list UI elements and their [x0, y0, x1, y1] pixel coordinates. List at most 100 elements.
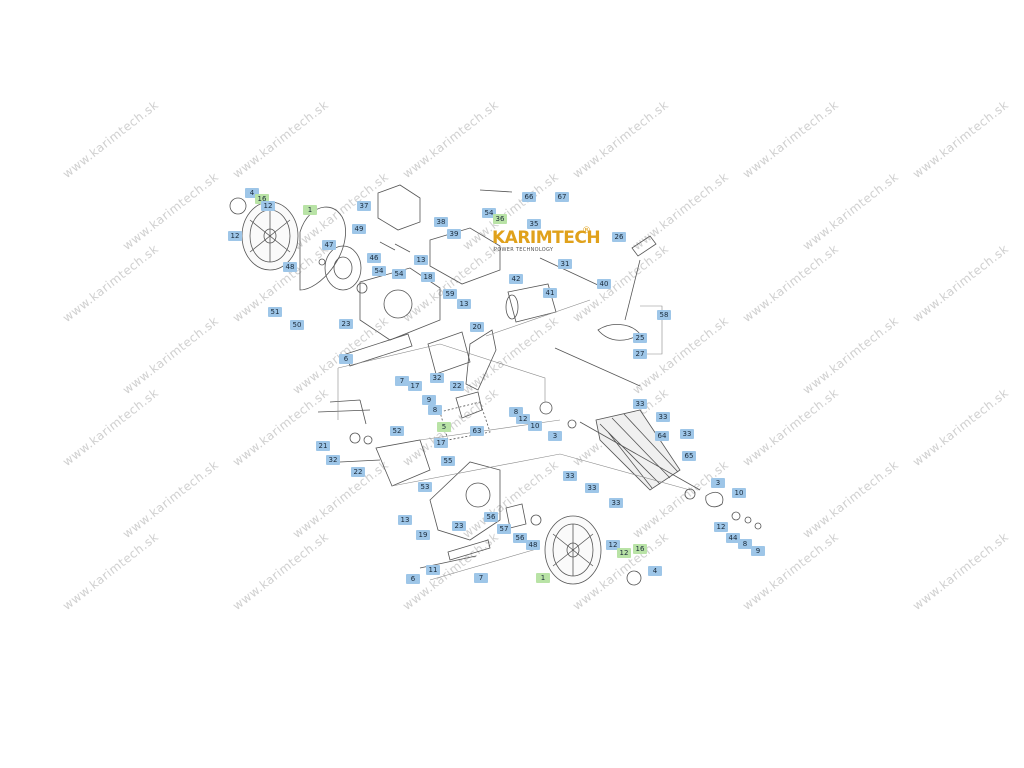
- part-tag: 12: [617, 548, 631, 558]
- part-tag: 1: [303, 205, 317, 215]
- part-tag: 8: [509, 407, 523, 417]
- part-tag: 5: [437, 422, 451, 432]
- part-tag: 58: [657, 310, 671, 320]
- part-tag: 23: [339, 319, 353, 329]
- part-tag: 54: [372, 266, 386, 276]
- part-tag: 40: [597, 279, 611, 289]
- part-tag: 27: [633, 349, 647, 359]
- part-tag: 9: [422, 395, 436, 405]
- part-tag: 21: [316, 441, 330, 451]
- part-tag: 54: [482, 208, 496, 218]
- part-tag: 25: [633, 333, 647, 343]
- part-tag: 8: [738, 539, 752, 549]
- part-tag: 33: [656, 412, 670, 422]
- part-tag: 56: [484, 512, 498, 522]
- part-tag: 12: [261, 201, 275, 211]
- part-tag: 36: [493, 214, 507, 224]
- part-tag: 13: [414, 255, 428, 265]
- part-tag: 50: [290, 320, 304, 330]
- part-tag: 13: [457, 299, 471, 309]
- logo-brand-a: KARIM: [492, 228, 553, 248]
- part-tag: 13: [398, 515, 412, 525]
- part-tag: 54: [392, 269, 406, 279]
- part-tag: 31: [558, 259, 572, 269]
- part-tag: 51: [268, 307, 282, 317]
- part-tag: 47: [322, 240, 336, 250]
- part-tag: 37: [357, 201, 371, 211]
- part-tag: 6: [406, 574, 420, 584]
- part-tag: 17: [434, 438, 448, 448]
- part-tag: 16: [255, 194, 269, 204]
- part-tag: 38: [434, 217, 448, 227]
- brush-roller-drawing: [579, 409, 701, 491]
- part-tag: 12: [228, 231, 242, 241]
- part-tag: 59: [443, 289, 457, 299]
- logo-tagline: POWER TECHNOLOGY: [494, 247, 554, 253]
- part-tag: 12: [714, 522, 728, 532]
- part-tag: 23: [452, 521, 466, 531]
- part-tag: 33: [585, 483, 599, 493]
- part-tag: 4: [648, 566, 662, 576]
- part-tag: 33: [633, 399, 647, 409]
- part-tag: 33: [680, 429, 694, 439]
- part-tag: 7: [395, 376, 409, 386]
- part-tag: 41: [543, 288, 557, 298]
- part-tag: 12: [516, 414, 530, 424]
- part-tag: 10: [732, 488, 746, 498]
- part-tag: 39: [447, 229, 461, 239]
- part-tag: 20: [470, 322, 484, 332]
- part-tag: 16: [633, 544, 647, 554]
- part-tag: 22: [351, 467, 365, 477]
- part-tag: 65: [682, 451, 696, 461]
- part-tag: 32: [430, 373, 444, 383]
- part-tag: 63: [470, 426, 484, 436]
- part-tag: 42: [509, 274, 523, 284]
- part-tag: 22: [450, 381, 464, 391]
- lower-housing-drawing: [429, 461, 542, 541]
- right-wheel-drawing: [544, 515, 642, 586]
- part-tag: 67: [555, 192, 569, 202]
- part-tag: 64: [655, 431, 669, 441]
- part-tag: 18: [421, 272, 435, 282]
- belt-pulley-drawing: [299, 206, 368, 294]
- part-tag: 57: [497, 524, 511, 534]
- part-tag: 3: [548, 431, 562, 441]
- part-tag: 35: [527, 219, 541, 229]
- part-tag: 49: [352, 224, 366, 234]
- assembly-lines-drawing: [337, 299, 691, 581]
- part-tag: 12: [606, 540, 620, 550]
- part-tag: 55: [441, 456, 455, 466]
- lower-rail-drawing: [419, 539, 491, 569]
- part-tag: 19: [416, 530, 430, 540]
- part-tag: 6: [339, 354, 353, 364]
- part-tag: 52: [390, 426, 404, 436]
- logo-registered-mark: ®: [582, 226, 591, 236]
- top-bracket-drawing: [377, 184, 421, 253]
- part-tag: 26: [612, 232, 626, 242]
- part-tag: 33: [563, 471, 577, 481]
- part-tag: 3: [711, 478, 725, 488]
- part-tag: 46: [367, 253, 381, 263]
- part-tag: 53: [418, 482, 432, 492]
- karimtech-logo: KARIMTECH POWER TECHNOLOGY ®: [484, 226, 601, 262]
- part-tag: 4: [245, 188, 259, 198]
- part-tag: 66: [522, 192, 536, 202]
- part-tag: 8: [428, 405, 442, 415]
- part-tag: 48: [283, 262, 297, 272]
- part-tag: 1: [536, 573, 550, 583]
- part-tag: 17: [408, 381, 422, 391]
- part-tag: 11: [426, 565, 440, 575]
- end-parts-drawing: [684, 488, 762, 530]
- part-tag: 7: [474, 573, 488, 583]
- part-tag: 32: [326, 455, 340, 465]
- housing-drawing: [359, 227, 501, 341]
- part-tag: 33: [609, 498, 623, 508]
- part-tag: 9: [751, 546, 765, 556]
- part-tag: 48: [526, 540, 540, 550]
- part-tag: 10: [528, 421, 542, 431]
- logo-wordmark: KARIMTECH: [492, 228, 601, 248]
- part-tag: 56: [513, 533, 527, 543]
- logo-brand-b: TECH: [552, 228, 601, 248]
